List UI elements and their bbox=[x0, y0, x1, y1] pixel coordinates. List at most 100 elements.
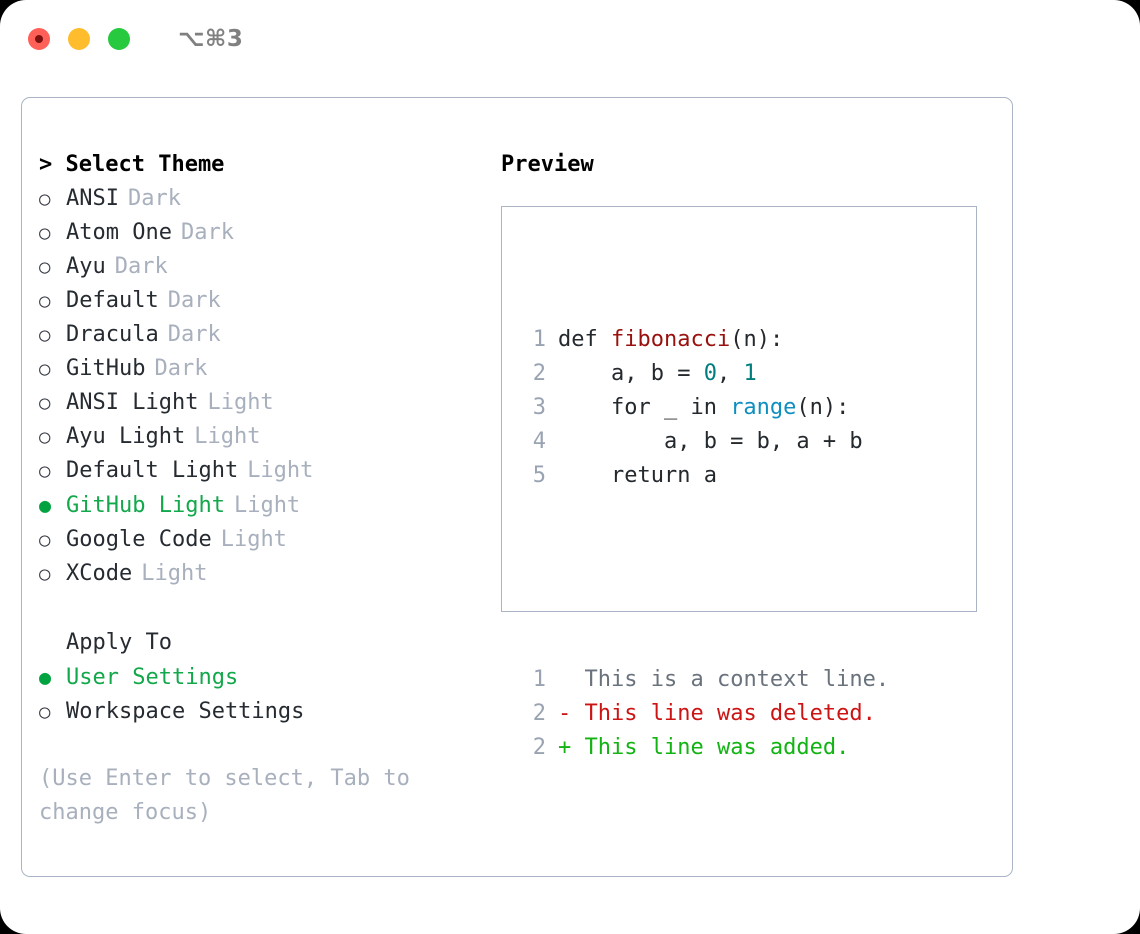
theme-variant-tag: Dark bbox=[127, 186, 181, 211]
theme-name: Ayu bbox=[66, 254, 106, 279]
theme-list-item[interactable]: ○ Google Code Light bbox=[39, 523, 489, 557]
line-number: 2 bbox=[532, 361, 546, 386]
diff-line: 2 + This line was added. bbox=[520, 731, 889, 765]
line-number: 4 bbox=[532, 429, 546, 454]
code-token: return a bbox=[558, 463, 717, 488]
theme-variant-tag: Light bbox=[233, 493, 301, 518]
line-number: 1 bbox=[532, 327, 546, 352]
radio-unselected-icon: ○ bbox=[39, 701, 51, 723]
window-title: ⌥⌘3 bbox=[178, 26, 244, 52]
line-number: 2 bbox=[532, 735, 546, 760]
radio-unselected-icon: ○ bbox=[39, 358, 51, 380]
diff-line-text: This line was added. bbox=[584, 735, 850, 760]
theme-variant-tag: Light bbox=[141, 561, 208, 586]
code-line: 2 a, b = 0, 1 bbox=[520, 357, 889, 391]
theme-list-item[interactable]: ○ XCode Light bbox=[39, 557, 489, 591]
theme-list-item[interactable]: ● GitHub Light Light bbox=[39, 488, 489, 523]
radio-unselected-icon: ○ bbox=[39, 256, 51, 278]
radio-unselected-icon: ○ bbox=[39, 222, 51, 244]
theme-name: Dracula bbox=[66, 322, 159, 347]
apply-to-label: Apply To bbox=[66, 630, 172, 655]
theme-variant-tag: Light bbox=[194, 424, 261, 449]
theme-name: Atom One bbox=[66, 220, 172, 245]
code-line: 5 return a bbox=[520, 459, 889, 493]
theme-list-item[interactable]: ○ ANSI Light Light bbox=[39, 386, 489, 420]
radio-unselected-icon: ○ bbox=[39, 392, 51, 414]
radio-unselected-icon: ○ bbox=[39, 188, 51, 210]
code-token: 0 bbox=[703, 361, 717, 386]
theme-name: XCode bbox=[66, 561, 133, 586]
radio-unselected-icon: ○ bbox=[39, 324, 51, 346]
theme-name: GitHub bbox=[66, 356, 146, 381]
diff-line: 2- This line was deleted. bbox=[520, 697, 889, 731]
select-theme-header: > Select Theme bbox=[39, 152, 225, 177]
radio-unselected-icon: ○ bbox=[39, 529, 51, 551]
diff-marker: + bbox=[558, 735, 585, 760]
radio-unselected-icon: ○ bbox=[39, 426, 51, 448]
theme-list-item[interactable]: ○ GitHub Dark bbox=[39, 352, 489, 386]
code-line: 3 for _ in range(n): bbox=[520, 391, 889, 425]
code-token: , bbox=[716, 361, 744, 386]
code-line: 1 def fibonacci(n): bbox=[520, 323, 889, 357]
theme-variant-tag: Light bbox=[220, 527, 287, 552]
theme-variant-tag: Light bbox=[207, 390, 274, 415]
theme-variant-tag: Dark bbox=[154, 356, 208, 381]
theme-variant-tag: Dark bbox=[114, 254, 168, 279]
theme-name: GitHub Light bbox=[66, 493, 225, 518]
keyboard-hint-text: (Use Enter to select, Tab to change focu… bbox=[39, 766, 410, 825]
maximize-window-icon[interactable] bbox=[108, 28, 130, 50]
diff-line: 1 This is a context line. bbox=[520, 663, 889, 697]
theme-list-item[interactable]: ○ Ayu Dark bbox=[39, 250, 489, 284]
line-number: 3 bbox=[532, 395, 546, 420]
minimize-window-icon[interactable] bbox=[68, 28, 90, 50]
theme-name: ANSI Light bbox=[66, 390, 199, 415]
apply-to-option[interactable]: ●User Settings bbox=[39, 660, 489, 695]
diff-marker: - bbox=[558, 701, 585, 726]
theme-variant-tag: Dark bbox=[167, 322, 221, 347]
code-line-content: a, b = 0, 1 bbox=[558, 357, 757, 391]
code-blank-line bbox=[520, 561, 889, 595]
diff-marker bbox=[558, 663, 585, 697]
code-line-content: def fibonacci(n): bbox=[558, 323, 783, 357]
diff-lines-container: 1 This is a context line.2- This line wa… bbox=[520, 663, 889, 765]
code-token: for _ in bbox=[558, 395, 731, 420]
code-token: a, b = bbox=[558, 361, 704, 386]
theme-name: Google Code bbox=[66, 527, 212, 552]
code-line-content: for _ in range(n): bbox=[558, 391, 849, 425]
diff-line-text: This line was deleted. bbox=[584, 701, 876, 726]
line-number: 1 bbox=[532, 667, 546, 692]
theme-variant-tag: Dark bbox=[180, 220, 234, 245]
theme-list-item[interactable]: ○ Atom One Dark bbox=[39, 216, 489, 250]
close-window-icon[interactable] bbox=[28, 28, 50, 50]
theme-variant-tag: Light bbox=[247, 458, 314, 483]
apply-to-option[interactable]: ○Workspace Settings bbox=[39, 695, 489, 729]
title-bar: ⌥⌘3 bbox=[0, 0, 1140, 78]
theme-list-item[interactable]: ○ Dracula Dark bbox=[39, 318, 489, 352]
code-token: 1 bbox=[743, 361, 757, 386]
radio-unselected-icon: ○ bbox=[39, 563, 51, 585]
code-token: range bbox=[730, 395, 797, 420]
theme-name: Default Light bbox=[66, 458, 239, 483]
code-token: (n): bbox=[796, 395, 850, 420]
line-number: 5 bbox=[532, 463, 546, 488]
code-line-content: a, b = b, a + b bbox=[558, 425, 863, 459]
theme-variant-tag: Dark bbox=[167, 288, 221, 313]
theme-list-item[interactable]: ○ Default Light Light bbox=[39, 454, 489, 488]
radio-unselected-icon: ○ bbox=[39, 460, 51, 482]
code-token: a, b = b, a + b bbox=[558, 429, 863, 454]
line-number: 2 bbox=[532, 701, 546, 726]
theme-name: ANSI bbox=[66, 186, 119, 211]
theme-list-item[interactable]: ○ ANSI Dark bbox=[39, 182, 489, 216]
apply-to-group: Apply To ●User Settings○Workspace Settin… bbox=[39, 626, 489, 729]
radio-selected-icon: ● bbox=[39, 493, 52, 517]
radio-unselected-icon: ○ bbox=[39, 290, 51, 312]
code-token: fibonacci bbox=[610, 327, 731, 352]
